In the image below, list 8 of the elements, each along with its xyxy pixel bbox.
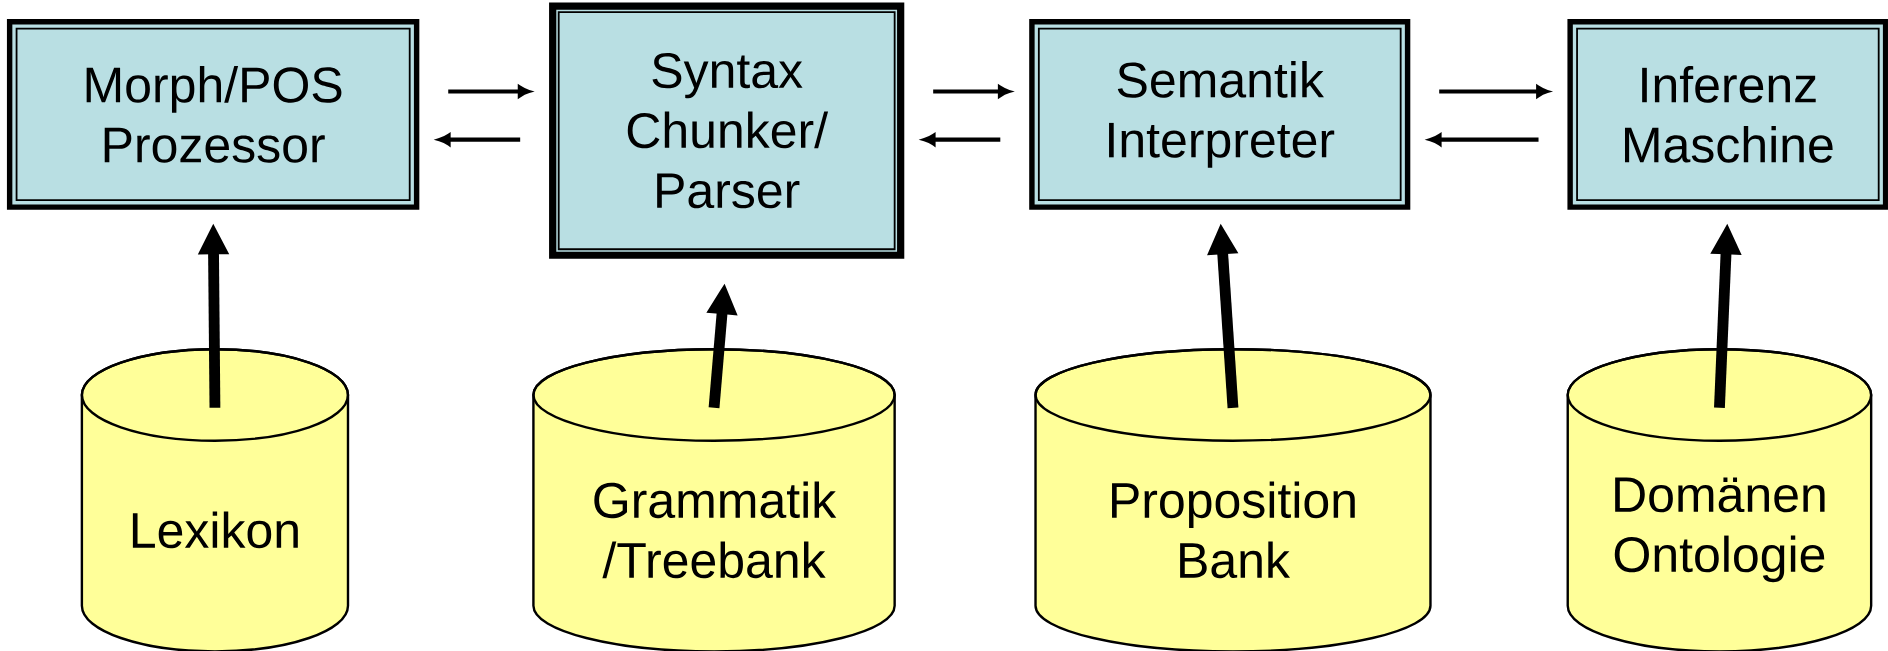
process-box: Semantik Interpreter	[1029, 18, 1411, 210]
database-cylinder: Domänen Ontologie	[1566, 347, 1873, 651]
process-box: Syntax Chunker/ Parser	[549, 2, 905, 259]
database-cylinder: Grammatik /Treebank	[532, 347, 896, 651]
database-cylinder: Lexikon	[80, 347, 350, 651]
process-box: Morph/POS Prozessor	[6, 18, 420, 210]
database-cylinder: Proposition Bank	[1034, 347, 1432, 651]
process-box: Inferenz Maschine	[1567, 18, 1888, 210]
